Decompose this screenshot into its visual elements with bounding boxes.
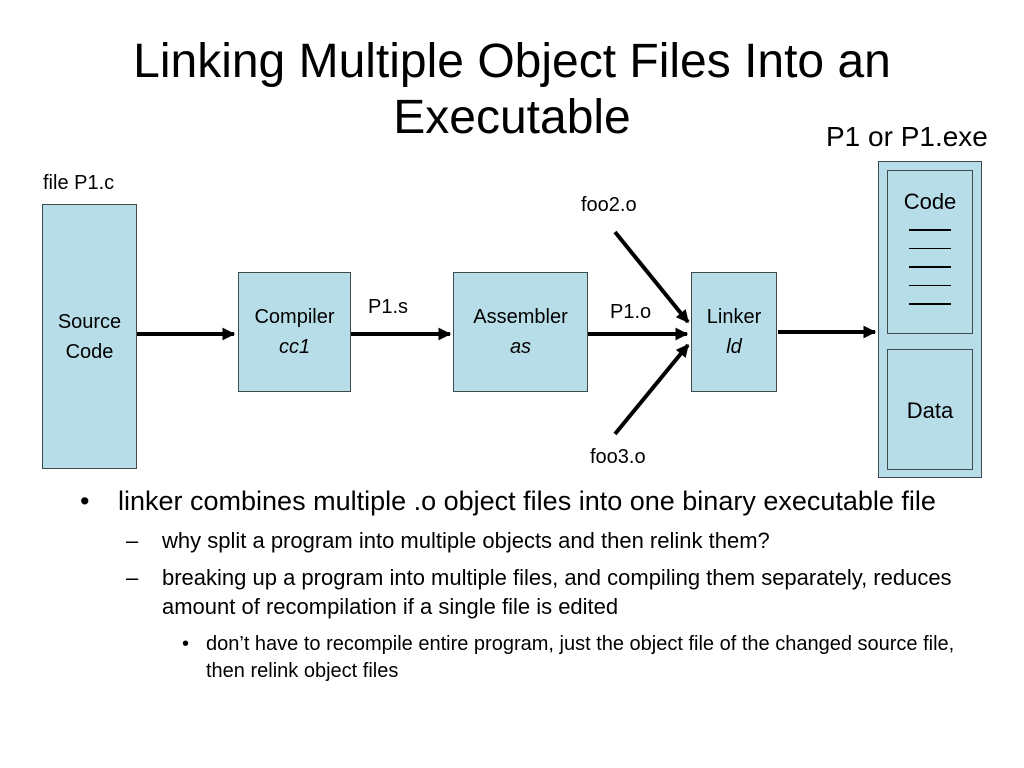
- sub-bullet-marker: –: [126, 565, 139, 590]
- slide-title: Linking Multiple Object Files Into an Ex…: [0, 34, 1024, 146]
- compiler-command: cc1: [278, 336, 311, 358]
- executable-box: Code Data: [878, 161, 982, 478]
- compiler-name: Compiler: [254, 306, 335, 328]
- code-section-label: Code: [903, 189, 957, 214]
- edge-label-p1o: P1.o: [610, 301, 652, 323]
- sub-bullet-text-1: why split a program into multiple object…: [162, 528, 770, 553]
- code-section: Code: [887, 170, 973, 334]
- data-section-label: Data: [906, 398, 954, 423]
- bullet-marker: •: [80, 486, 90, 516]
- slide-title-line-2: Executable: [393, 91, 631, 144]
- linker-command: ld: [726, 336, 742, 358]
- sub-bullet-text-2: breaking up a program into multiple file…: [162, 565, 952, 619]
- arrow-foo3-to-linker: [613, 343, 690, 436]
- sub-bullet-marker: –: [126, 528, 139, 553]
- source-file-label: file P1.c: [43, 172, 115, 194]
- assembler-name: Assembler: [473, 306, 568, 328]
- assembler-box: Assembler as: [453, 272, 588, 392]
- linker-box: Linker ld: [691, 272, 777, 392]
- bullet-item-1: • linker combines multiple .o object fil…: [80, 484, 980, 518]
- code-line-5: [909, 303, 951, 305]
- input-label-foo2: foo2.o: [581, 194, 637, 216]
- sub-sub-bullet-text-1: don’t have to recompile entire program, …: [206, 633, 955, 682]
- sub-sub-bullet-marker: •: [182, 633, 190, 655]
- bullet-text-1: linker combines multiple .o object files…: [118, 486, 936, 516]
- sub-bullet-item-1: – why split a program into multiple obje…: [80, 526, 980, 555]
- arrow-foo2-to-linker: [613, 230, 690, 324]
- source-code-line-2: Code: [65, 340, 114, 363]
- sub-sub-bullet-item-1: • don’t have to recompile entire program…: [80, 631, 980, 685]
- edge-label-p1s: P1.s: [368, 296, 409, 318]
- bullet-list: • linker combines multiple .o object fil…: [80, 484, 980, 685]
- compiler-box: Compiler cc1: [238, 272, 351, 392]
- code-line-1: [909, 229, 951, 231]
- source-code-line-1: Source: [57, 310, 122, 333]
- sub-bullet-item-2: – breaking up a program into multiple fi…: [80, 563, 980, 621]
- assembler-command: as: [509, 336, 532, 358]
- code-line-4: [909, 284, 951, 286]
- source-code-box: Source Code: [42, 204, 137, 469]
- executable-label: P1 or P1.exe: [826, 121, 988, 152]
- input-label-foo3: foo3.o: [590, 446, 646, 468]
- linker-name: Linker: [706, 306, 762, 328]
- slide-title-line-1: Linking Multiple Object Files Into an: [133, 35, 891, 88]
- code-line-3: [909, 266, 951, 268]
- data-section: Data: [887, 349, 973, 470]
- code-line-2: [909, 247, 951, 249]
